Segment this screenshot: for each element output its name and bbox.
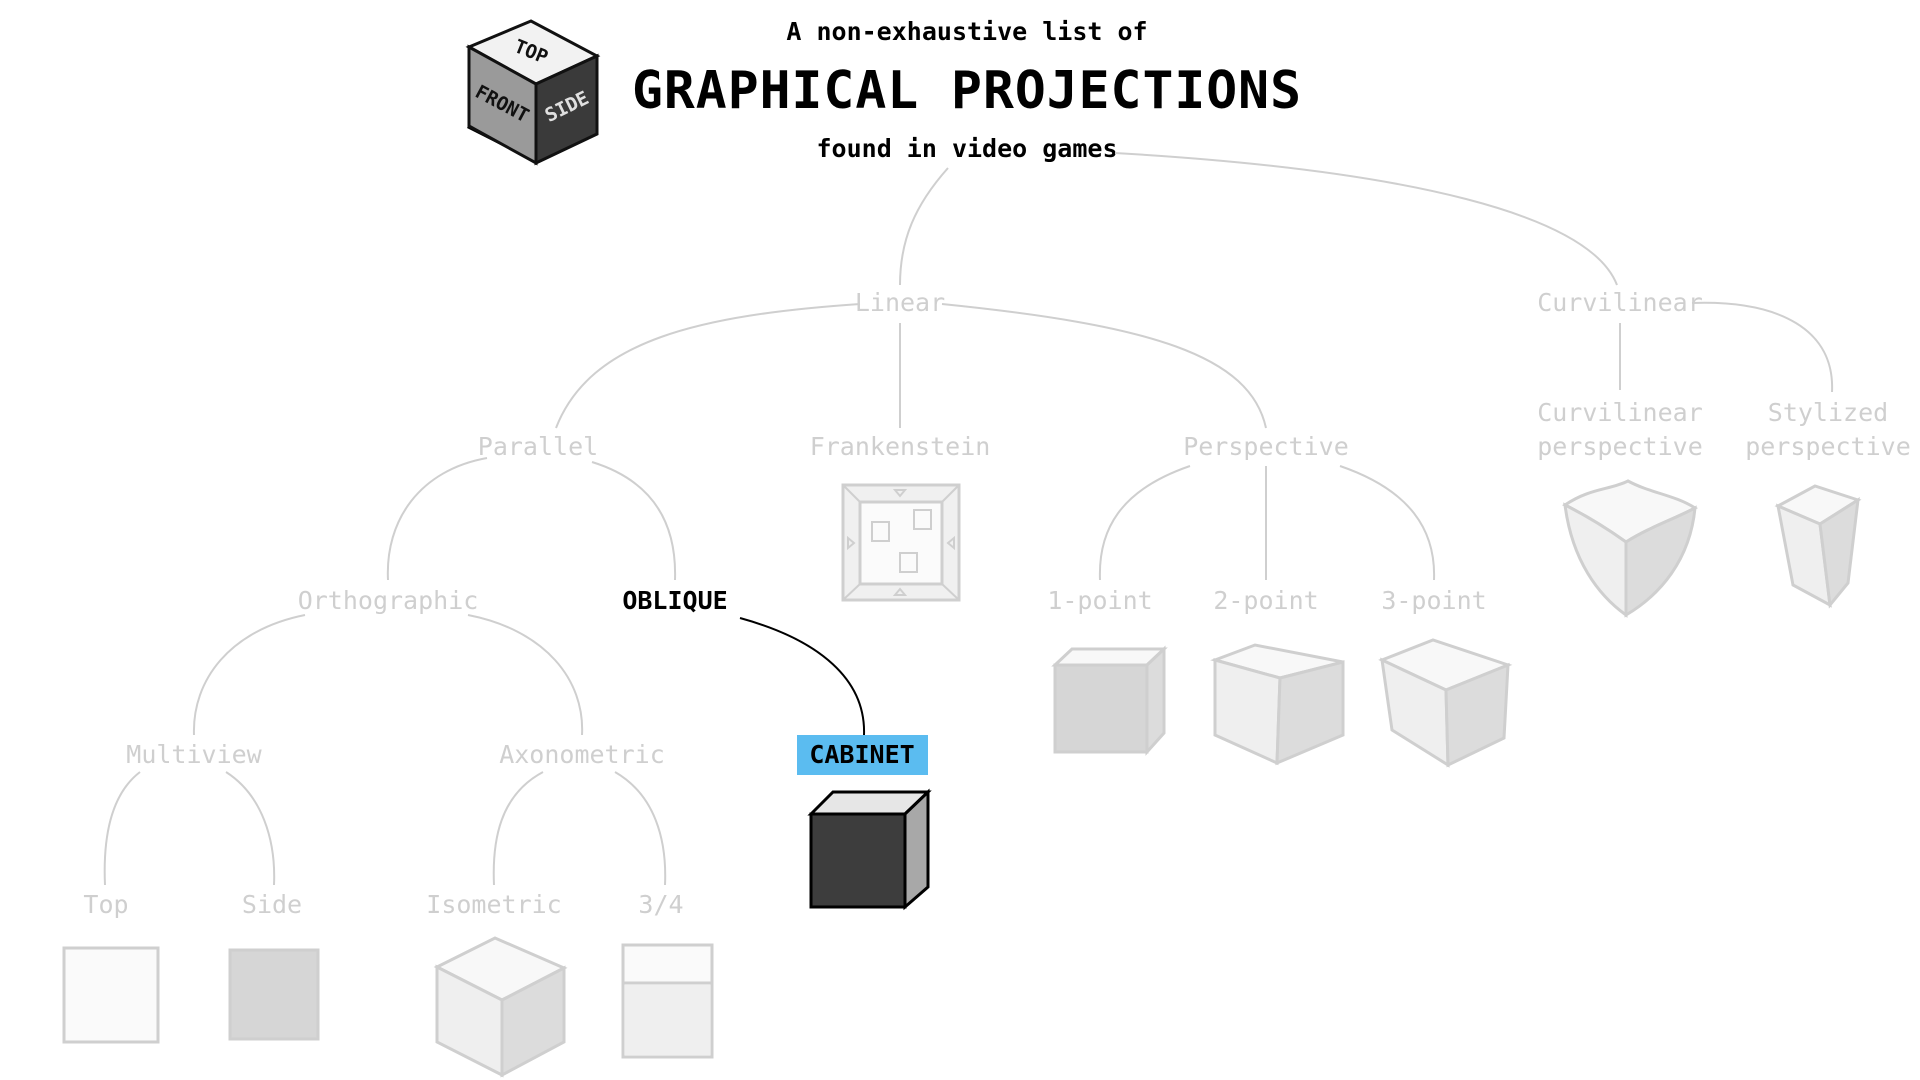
two-point-cube-icon [1210,643,1345,766]
edge-root-curvilinear [1114,152,1618,286]
isometric-cube-icon [433,936,568,1078]
node-3-point: 3-point [1381,586,1486,615]
three-point-cube-icon [1378,638,1513,768]
pre-title: A non-exhaustive list of [786,17,1147,46]
node-multiview: Multiview [126,740,262,769]
node-stylized-perspective-line1: Stylized [1768,398,1888,427]
edge-oblique-cabinet [739,617,866,736]
page-subtitle: found in video games [816,134,1117,163]
one-point-cube-icon [1051,645,1168,756]
node-top: Top [83,890,128,919]
edge-curvilinear-stylized [1691,301,1834,393]
cabinet-highlight [797,735,928,775]
node-axonometric: Axonometric [499,740,665,769]
edge-parallel-oblique [591,461,677,581]
node-cabinet[interactable]: CABINET [809,740,914,769]
edge-axonometric-isometric [492,771,544,886]
node-1-point: 1-point [1047,586,1152,615]
node-curvilinear-perspective-line1: Curvilinear [1537,398,1703,427]
stylized-cube-icon [1774,484,1862,609]
labeled-cube-icon: TOP FRONT SIDE [465,19,601,166]
edge-orthographic-multiview [192,614,306,736]
frankenstein-room-icon [841,483,961,602]
node-side: Side [242,890,302,919]
edge-perspective-3point [1339,465,1436,581]
node-parallel: Parallel [478,432,598,461]
edge-parallel-orthographic [386,457,488,581]
page-title: GRAPHICAL PROJECTIONS [632,61,1302,121]
node-oblique[interactable]: OBLIQUE [622,586,727,615]
node-curvilinear-perspective-line2: perspective [1537,432,1703,461]
node-frankenstein: Frankenstein [810,432,991,461]
curvilinear-cube-icon [1562,479,1698,618]
node-isometric: Isometric [426,890,561,919]
node-perspective: Perspective [1183,432,1349,461]
edge-axonometric-34 [614,771,667,886]
edge-multiview-side [225,771,276,886]
node-stylized-perspective-line2: perspective [1745,432,1911,461]
side-view-icon [228,948,320,1041]
edge-orthographic-axonometric [467,614,584,736]
edge-linear-perspective [941,303,1267,429]
node-linear: Linear [855,288,945,317]
edge-root-linear [899,167,949,286]
node-orthographic: Orthographic [298,586,479,615]
three-quarter-view-icon [621,943,714,1059]
node-curvilinear: Curvilinear [1537,288,1703,317]
edge-multiview-top [103,771,141,886]
cabinet-cube-icon [807,788,932,911]
node-three-quarter: 3/4 [638,890,683,919]
node-2-point: 2-point [1213,586,1318,615]
top-view-icon [62,946,160,1044]
tree-edges [103,152,1834,886]
edge-perspective-1point [1098,465,1191,581]
edge-linear-parallel [555,303,861,429]
